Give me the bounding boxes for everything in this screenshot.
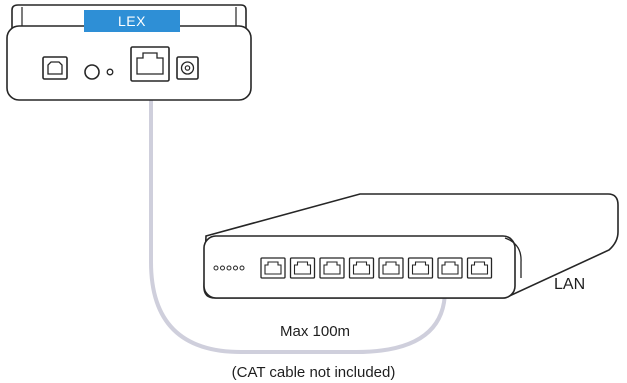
- switch-led-icon: [226, 265, 232, 271]
- switch-led-icon: [239, 265, 245, 271]
- cable-length-label: Max 100m: [280, 323, 351, 340]
- lex-label-badge: [84, 10, 180, 32]
- lex-label: LEX: [118, 13, 146, 29]
- switch-ports: [260, 257, 493, 279]
- rj45-port-icon: [130, 46, 170, 82]
- power-led-icon: [106, 68, 114, 76]
- switch-leds: [213, 265, 245, 271]
- switch-port-icon: [289, 257, 316, 279]
- switch-port-icon: [466, 257, 493, 279]
- switch-port-icon: [407, 257, 434, 279]
- status-led-icon: [84, 64, 100, 80]
- switch-led-icon: [233, 265, 238, 271]
- lex-unit: [6, 4, 252, 101]
- switch-port-icon: [260, 257, 286, 279]
- cable-note: (CAT cable not included): [231, 364, 396, 381]
- network-switch: [203, 193, 619, 299]
- lan-label: LAN: [554, 276, 586, 293]
- dc-power-jack-icon: [176, 56, 199, 80]
- switch-port-icon: [348, 257, 375, 279]
- cat-cable: [149, 98, 447, 354]
- switch-port-icon: [437, 257, 463, 279]
- switch-led-icon: [213, 265, 219, 271]
- switch-led-icon: [220, 265, 225, 271]
- switch-port-icon: [319, 257, 345, 279]
- switch-port-icon: [378, 257, 404, 279]
- usb-b-port-icon: [42, 56, 68, 80]
